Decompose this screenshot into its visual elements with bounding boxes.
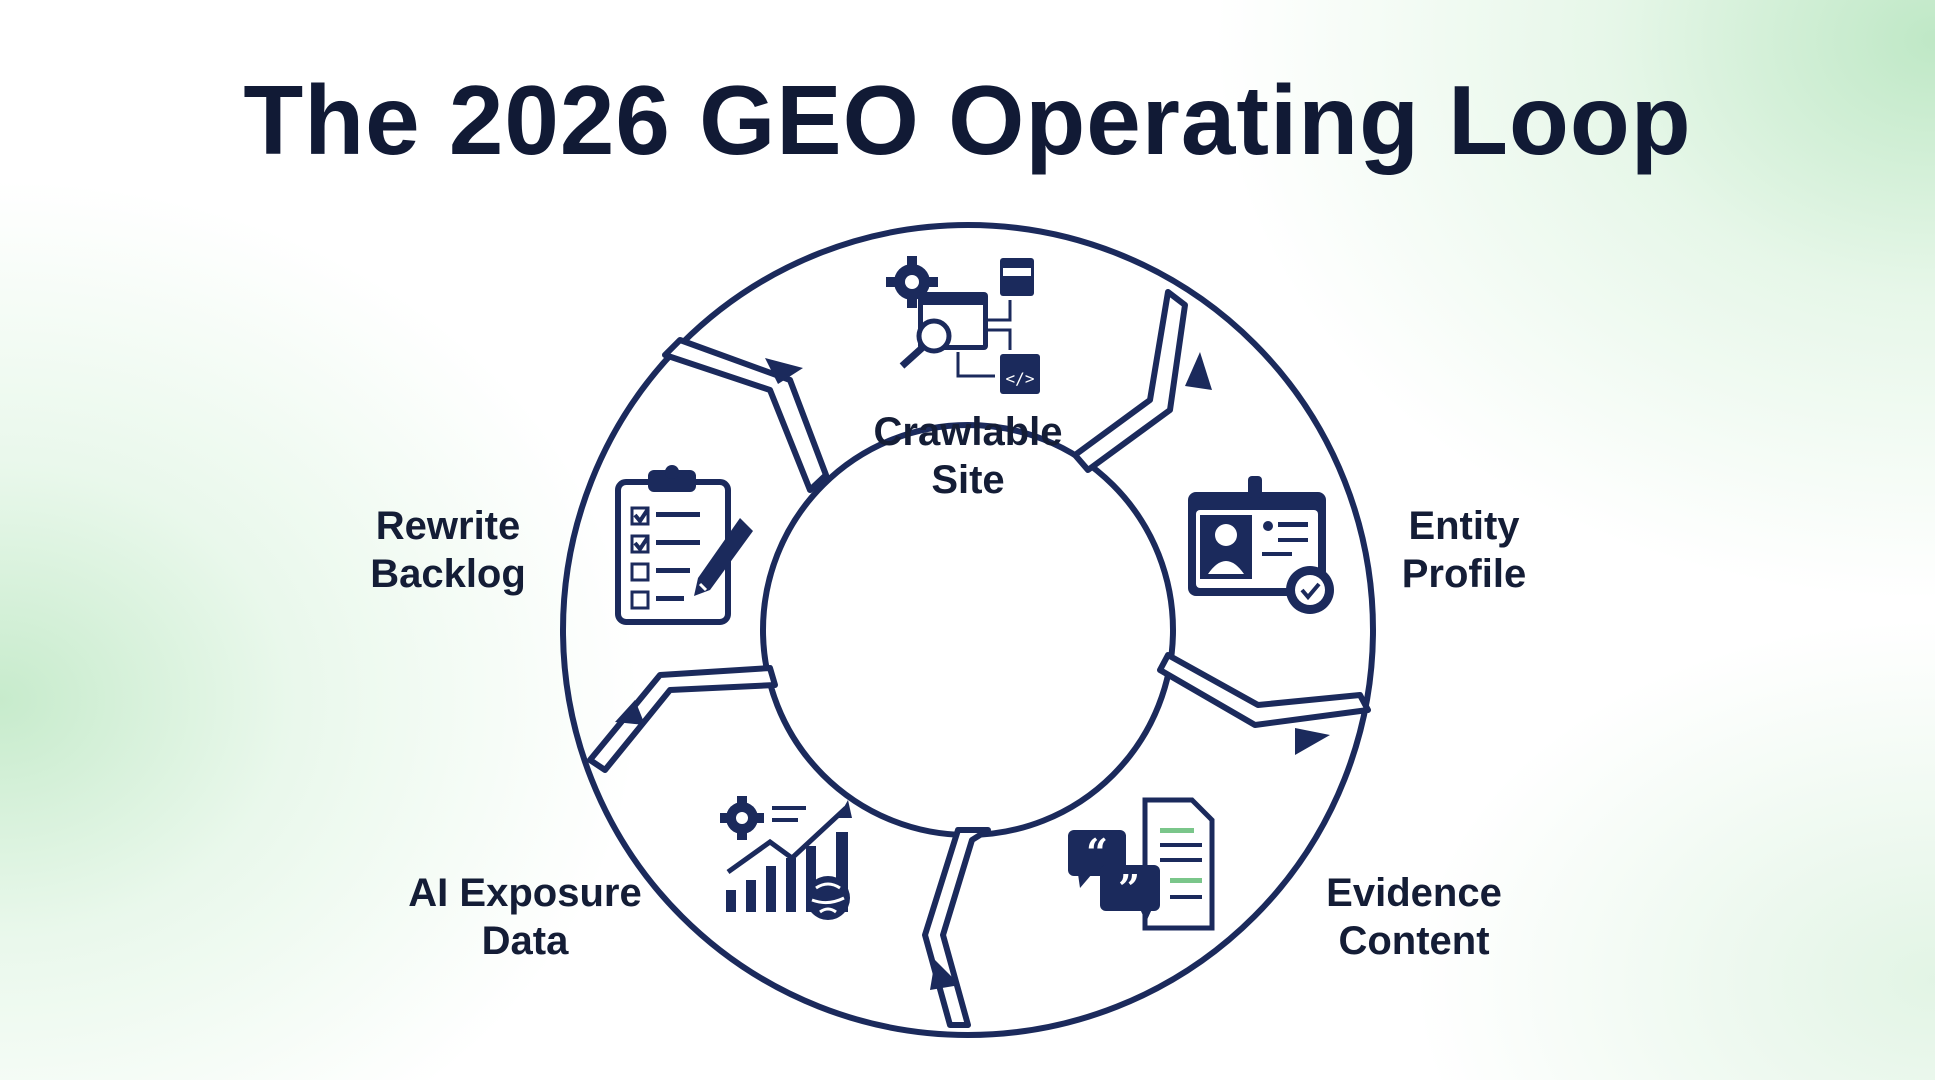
loop-arrows: [615, 352, 1330, 990]
divider-right: [1157, 652, 1371, 728]
web-crawler-icon: </>: [886, 256, 1040, 394]
stage-label-entity-profile: Entity Profile: [1401, 504, 1527, 596]
divider-top-right: [1072, 289, 1188, 473]
segment-dividers: [587, 289, 1371, 1028]
diagram-title: The 2026 GEO Operating Loop: [243, 65, 1692, 175]
quote-document-icon: “ ”: [1068, 797, 1215, 931]
svg-text:”: ”: [1118, 866, 1140, 911]
arrow-right: [1295, 728, 1330, 755]
svg-text:</>: </>: [1006, 369, 1035, 388]
svg-text:“: “: [1086, 830, 1108, 875]
stage-label-rewrite-backlog: Rewrite Backlog: [370, 504, 526, 596]
stage-label-crawlable-site: Crawlable Site: [873, 410, 1063, 502]
divider-top-left: [662, 337, 829, 493]
stage-label-ai-exposure-data: AI Exposure Data: [408, 871, 642, 963]
clipboard-checklist-icon: [615, 465, 753, 625]
stage-label-evidence-content: Evidence Content: [1326, 871, 1502, 963]
outer-ring: [560, 222, 1376, 1038]
arrow-top-right: [1185, 352, 1212, 390]
growth-chart-brain-icon: [720, 796, 852, 920]
arrow-top-left: [765, 358, 803, 384]
id-card-verified-icon: [1188, 476, 1334, 614]
divider-bottom: [922, 827, 991, 1028]
arrow-bottom: [930, 960, 960, 990]
arrow-left: [615, 700, 645, 725]
